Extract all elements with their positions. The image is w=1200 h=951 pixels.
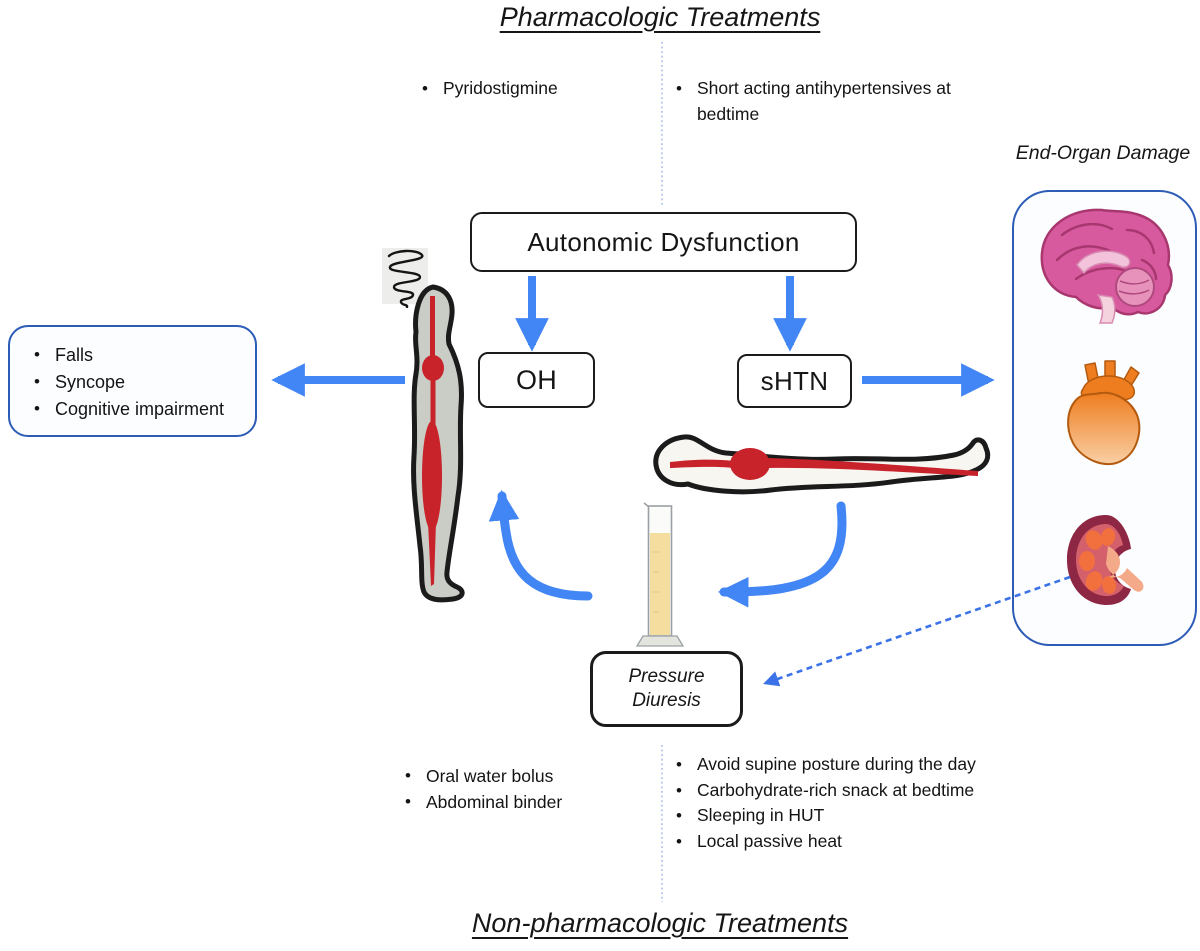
standing-person-figure <box>411 284 465 603</box>
heart-icon <box>1067 360 1141 466</box>
shtn-label: sHTN <box>760 365 829 396</box>
oh-label: OH <box>515 364 558 395</box>
nonpharmacologic-right-list: Avoid supine posture during the day Carb… <box>676 752 1006 854</box>
kidney-icon <box>1067 515 1144 605</box>
brain-icon <box>1040 208 1173 324</box>
supine-person-figure <box>653 434 991 495</box>
autonomic-dysfunction-label: Autonomic Dysfunction <box>527 226 800 257</box>
arrow-supine-to-diuresis <box>717 501 847 608</box>
end-organ-panel <box>1012 190 1197 646</box>
list-item: Cognitive impairment <box>34 396 255 423</box>
oh-consequences-box: Falls Syncope Cognitive impairment <box>8 325 257 437</box>
list-item: Sleeping in HUT <box>676 803 1006 829</box>
pharmacologic-right-list: Short acting antihypertensives at bedtim… <box>676 76 968 127</box>
list-item: Pyridostigmine <box>422 76 652 102</box>
list-item: Short acting antihypertensives at bedtim… <box>676 76 968 127</box>
blood-volume-standing <box>422 296 444 586</box>
pharmacologic-treatments-title: Pharmacologic Treatments <box>499 2 821 32</box>
list-item: Local passive heat <box>676 829 1006 855</box>
list-item: Syncope <box>34 369 255 396</box>
urine-cylinder-image <box>635 502 685 647</box>
shtn-box: sHTN <box>737 354 852 408</box>
arrow-diuresis-to-standing <box>488 489 593 601</box>
list-item: Abdominal binder <box>405 789 645 815</box>
kidney-lobes <box>1079 528 1117 594</box>
pharmacologic-left-list: Pyridostigmine <box>422 76 652 102</box>
list-item: Carbohydrate-rich snack at bedtime <box>676 778 1006 804</box>
list-item: Falls <box>34 342 255 369</box>
end-organ-damage-label: End-Organ Damage <box>1015 142 1191 164</box>
list-item: Oral water bolus <box>405 763 645 789</box>
pressure-diuresis-box: Pressure Diuresis <box>590 651 743 727</box>
blood-volume-supine <box>670 448 978 480</box>
pressure-diuresis-label: Pressure Diuresis <box>628 666 705 711</box>
nonpharmacologic-treatments-title: Non-pharmacologic Treatments <box>471 908 849 938</box>
oh-box: OH <box>478 352 595 408</box>
nonpharmacologic-left-list: Oral water bolus Abdominal binder <box>405 763 645 815</box>
oh-consequences-list: Falls Syncope Cognitive impairment <box>34 342 255 423</box>
list-item: Avoid supine posture during the day <box>676 752 1006 778</box>
autonomic-dysfunction-box: Autonomic Dysfunction <box>470 212 857 272</box>
